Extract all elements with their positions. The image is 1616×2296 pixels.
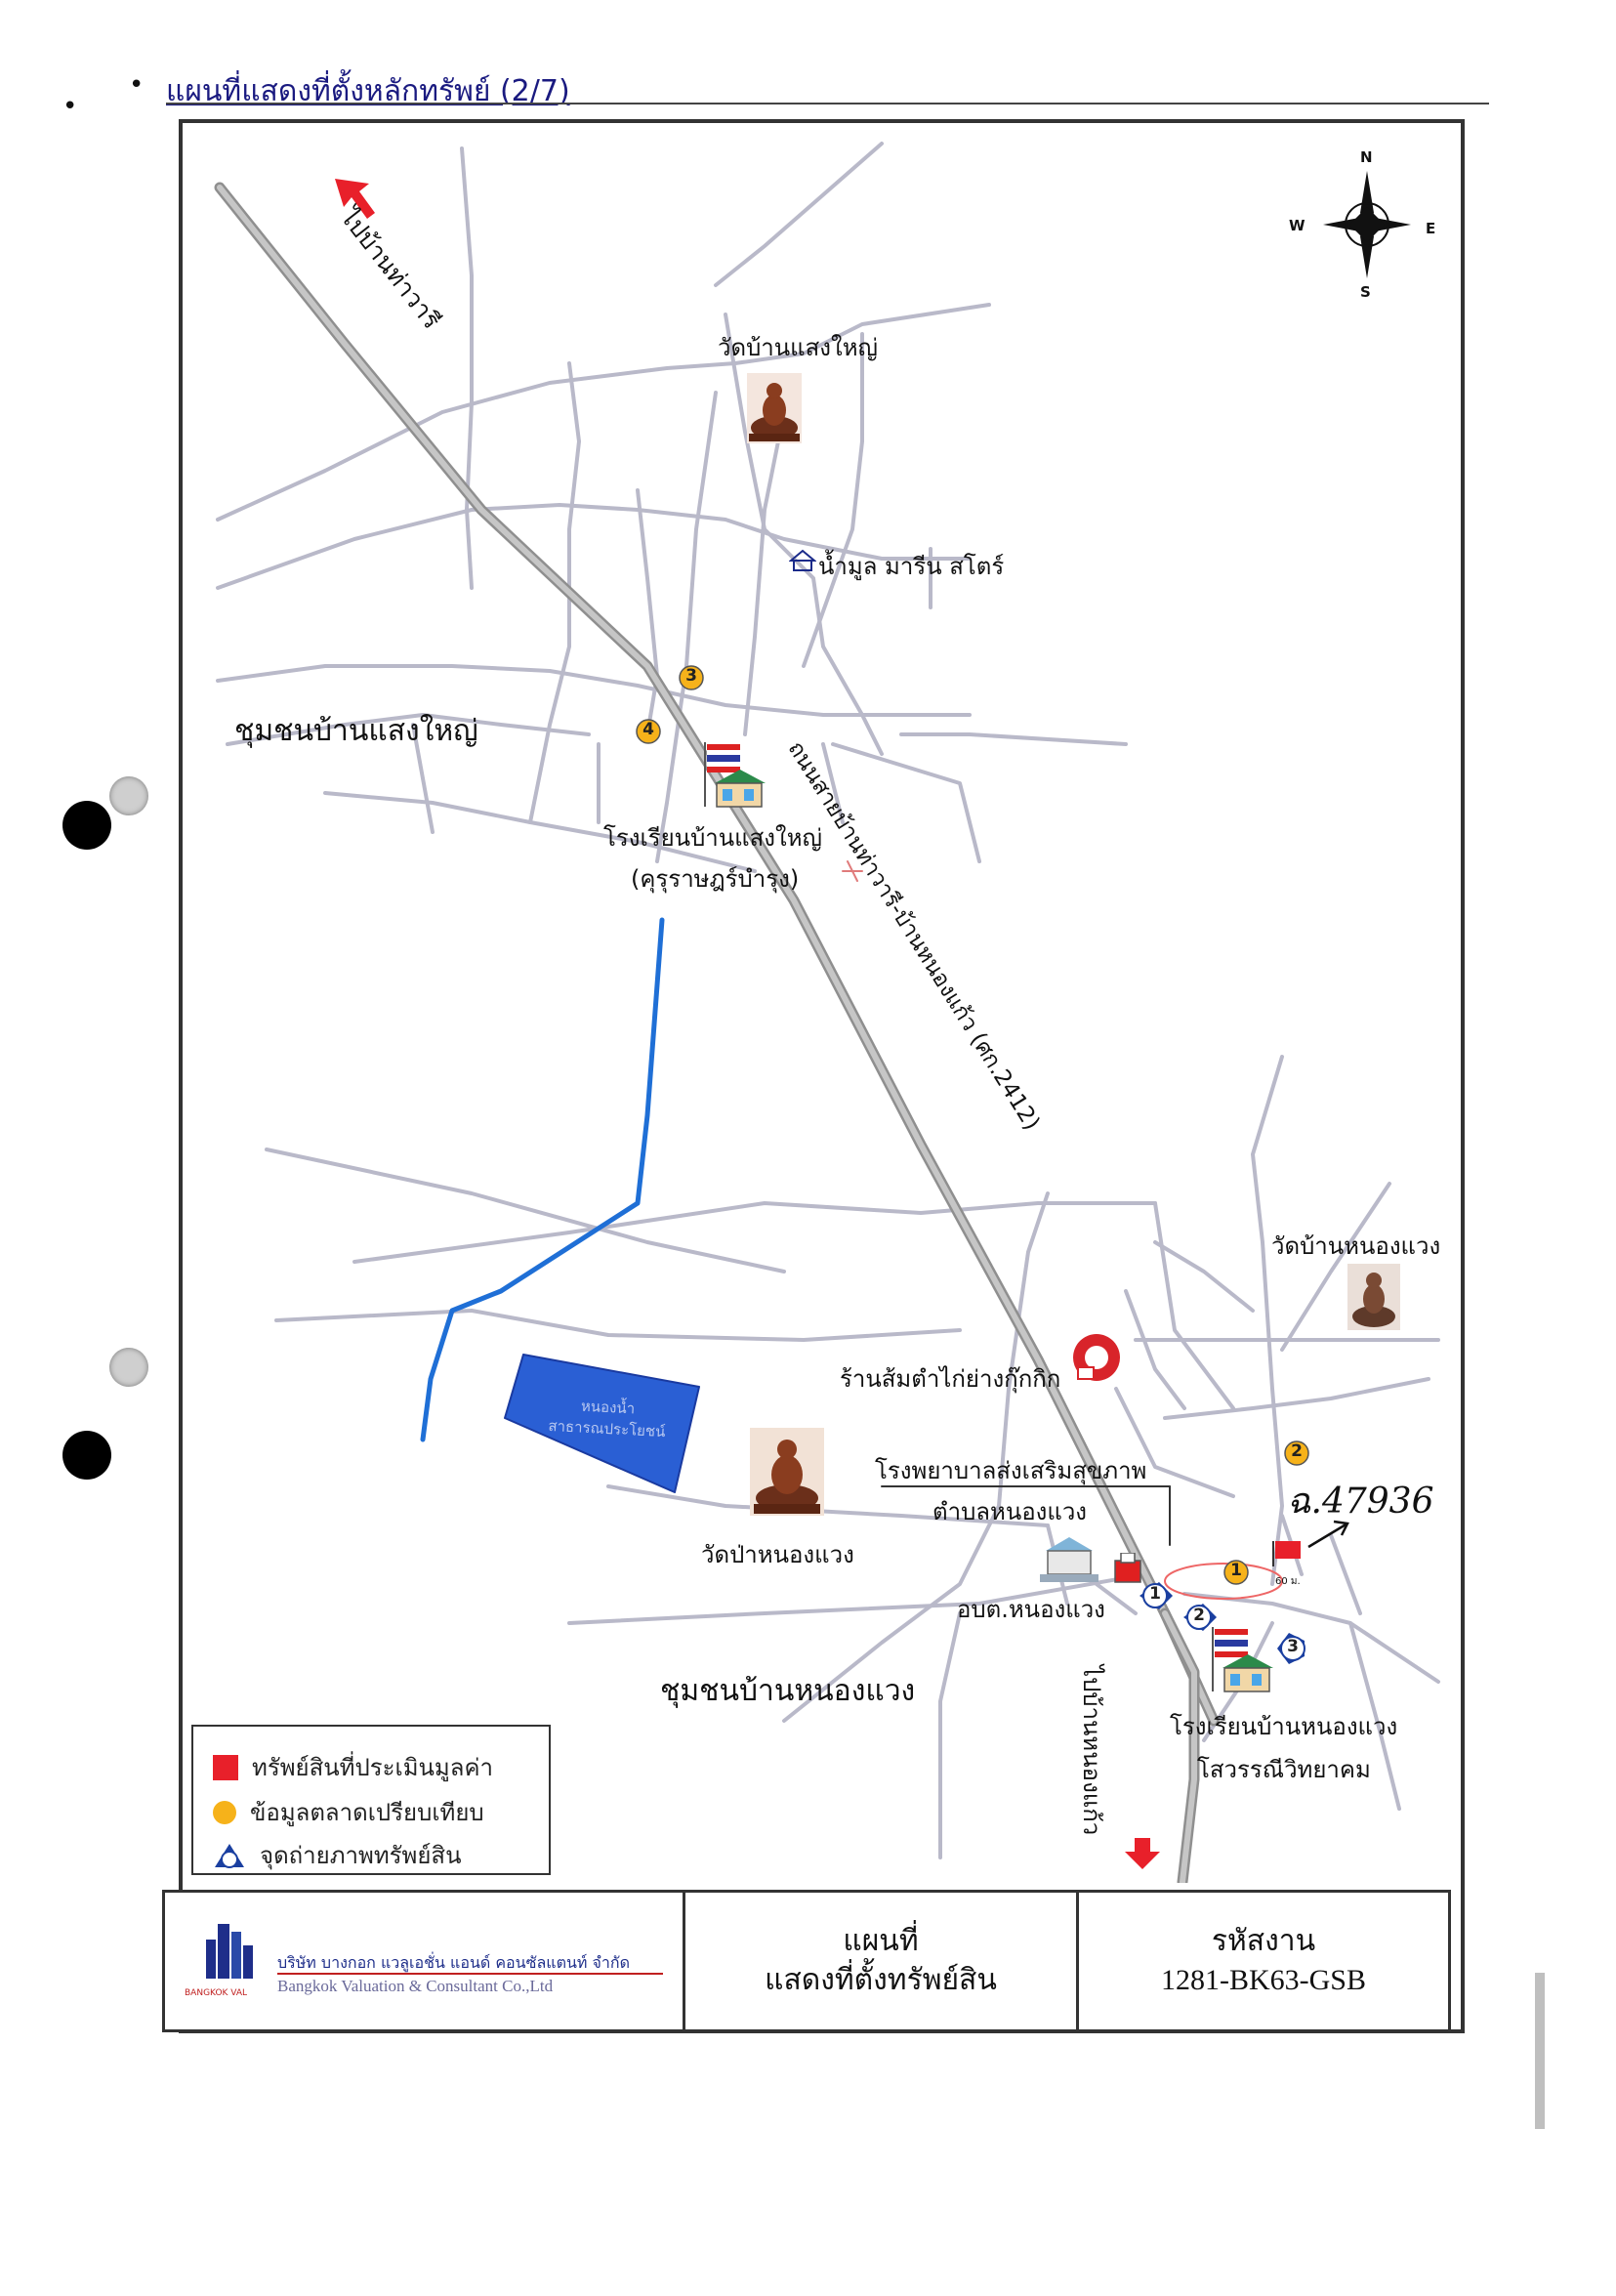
- label-school-sang-yai-sub: (คุรุราษฎร์บำรุง): [631, 865, 800, 893]
- temple-buddha-icon: [747, 373, 802, 443]
- label-wat-pa-nong-waeng: วัดป่าหนองแวง: [701, 1541, 854, 1568]
- compass-rose-icon: [1323, 171, 1411, 278]
- map-canvas: [214, 142, 1440, 1883]
- label-obt-nong-waeng: อบต.หนองแวง: [957, 1596, 1105, 1623]
- compass-south-label: S: [1360, 283, 1371, 301]
- binder-hole: [62, 1431, 111, 1480]
- page-heading: แผนที่แสดงที่ตั้งหลักทรัพย์ (2/7): [166, 74, 570, 108]
- photo-point-marker: [1139, 1582, 1173, 1609]
- direction-arrow-down-icon: [1125, 1838, 1160, 1869]
- label-public-pond: หนองน้ำสาธารณประโยชน์: [548, 1397, 666, 1441]
- subject-property-marker: [1272, 1541, 1301, 1566]
- label-school-sang-yai: โรงเรียนบ้านแสงใหญ่: [603, 824, 823, 852]
- company-name-english: Bangkok Valuation & Consultant Co.,Ltd: [277, 1977, 554, 1995]
- market-point-label: 1: [1230, 1561, 1242, 1580]
- legend-item-market: ข้อมูลตลาดเปรียบเทียบ: [213, 1793, 484, 1831]
- direction-arrow-icon: [335, 179, 375, 219]
- binder-hole: [62, 801, 111, 850]
- binder-hole-shadow: [109, 776, 148, 815]
- photo-point-label: 2: [1193, 1606, 1205, 1625]
- label-som-tam-shop: ร้านส้มตำไก่ย่างกุ๊กกิก: [840, 1365, 1061, 1393]
- label-to-nong-kaeo: ไปบ้านหนองแก้ว: [1078, 1665, 1105, 1836]
- label-school-nong-waeng: โรงเรียนบ้านหนองแวง: [1170, 1713, 1398, 1740]
- job-code-label: รหัสงาน: [1211, 1924, 1316, 1958]
- scan-edge-shade: [1535, 1973, 1545, 2129]
- legend-label: ข้อมูลตลาดเปรียบเทียบ: [250, 1799, 484, 1826]
- map-title-cell: แผนที่ แสดงที่ตั้งทรัพย์สิน: [685, 1893, 1076, 2029]
- job-code-value: 1281-BK63-GSB: [1160, 1964, 1366, 1996]
- photo-point-label: 1: [1149, 1584, 1161, 1604]
- label-hospital-1: โรงพยาบาลส่งเสริมสุขภาพ: [875, 1457, 1147, 1484]
- heading-bullet: •: [129, 70, 145, 100]
- compass-north-label: N: [1360, 148, 1373, 166]
- road-to-nong-kaeo: [1159, 1607, 1200, 1883]
- market-point-label: 3: [685, 666, 697, 686]
- title-block: BANGKOK VAL บริษัท บางกอก แวลูเอชั่น แอน…: [162, 1890, 1451, 2032]
- store-house-icon: [789, 549, 816, 571]
- handwritten-arrow-icon: [1307, 1520, 1349, 1549]
- company-logo-icon: [206, 1924, 253, 1979]
- handwritten-note: ฉ.47936: [1287, 1482, 1434, 1522]
- subject-swatch-icon: [213, 1754, 238, 1780]
- label-hospital-2: ตำบลหนองแวง: [932, 1498, 1088, 1525]
- map-title-line-1: แผนที่: [843, 1924, 919, 1958]
- title-divider: [1076, 1893, 1079, 2029]
- market-point-label: 4: [642, 720, 654, 739]
- label-wat-sang-yai: วัดบ้านแสงใหญ่: [718, 334, 879, 361]
- label-school-nong-waeng-sub: โสวรรณีวิทยาคม: [1197, 1756, 1371, 1783]
- market-point-marker: [1284, 1440, 1309, 1466]
- market-point-marker: [636, 719, 661, 744]
- restaurant-logo-icon: [1073, 1334, 1120, 1381]
- label-nammul-store: น้ำมูล มารีน สโตร์: [818, 553, 1005, 580]
- temple-buddha-icon: [750, 1428, 824, 1516]
- map-legend: ทรัพย์สินที่ประเมินมูลค่า ข้อมูลตลาดเปรี…: [191, 1725, 551, 1875]
- photo-point-label: 3: [1287, 1637, 1299, 1656]
- village-roads-north: [216, 142, 1128, 873]
- margin-bullet: •: [62, 92, 78, 121]
- heading-rule: [166, 103, 1489, 104]
- school-flag-icon: [704, 742, 766, 808]
- legend-label: จุดถ่ายภาพทรัพย์สิน: [260, 1842, 462, 1869]
- compass-west-label: W: [1289, 217, 1305, 234]
- company-cell: BANGKOK VAL บริษัท บางกอก แวลูเอชั่น แอน…: [165, 1893, 683, 2029]
- title-divider: [683, 1893, 685, 2029]
- canal: [420, 917, 665, 1442]
- market-point-marker: [679, 665, 704, 690]
- market-point-label: 2: [1291, 1441, 1303, 1461]
- label-community-nong-waeng: ชุมชนบ้านหนองแวง: [660, 1674, 916, 1708]
- photo-point-swatch-icon: [215, 1843, 244, 1868]
- company-name-thai: บริษัท บางกอก แวลูเอชั่น แอนด์ คอนซัลแตน…: [277, 1953, 630, 1972]
- company-logo-text: BANGKOK VAL: [185, 1988, 248, 1998]
- job-code-cell: รหัสงาน 1281-BK63-GSB: [1079, 1893, 1448, 2029]
- government-office-icon: [1040, 1537, 1098, 1582]
- subject-outline: [1164, 1563, 1283, 1600]
- distance-label: 60 ม.: [1275, 1576, 1301, 1587]
- road-junction-mark: [842, 860, 863, 882]
- label-wat-nong-waeng: วัดบ้านหนองแวง: [1271, 1232, 1441, 1260]
- legend-item-subject: ทรัพย์สินที่ประเมินมูลค่า: [213, 1748, 493, 1786]
- school-flag-icon: [1212, 1627, 1273, 1692]
- compass-east-label: E: [1426, 220, 1436, 237]
- legend-label: ทรัพย์สินที่ประเมินมูลค่า: [252, 1754, 493, 1781]
- photo-point-marker: [1277, 1633, 1305, 1664]
- main-road: [214, 182, 1220, 1727]
- market-swatch-icon: [213, 1800, 236, 1824]
- binder-hole-shadow: [109, 1348, 148, 1387]
- label-community-sang-yai: ชุมชนบ้านแสงใหญ่: [234, 714, 478, 748]
- public-pond-shape: [504, 1354, 700, 1493]
- legend-item-photo: จุดถ่ายภาพทรัพย์สิน: [213, 1836, 461, 1874]
- temple-buddha-icon: [1347, 1264, 1400, 1330]
- company-underline: [277, 1973, 663, 1975]
- hospital-icon: [1114, 1553, 1141, 1583]
- map-title-line-2: แสดงที่ตั้งทรัพย์สิน: [765, 1963, 997, 1997]
- photo-point-marker: [1183, 1604, 1217, 1631]
- market-point-marker: [1223, 1560, 1249, 1585]
